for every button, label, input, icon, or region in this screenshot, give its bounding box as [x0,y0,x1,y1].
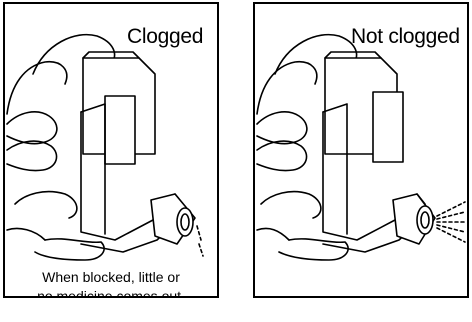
caption-line-1: When blocked, little or [5,268,217,287]
not-clogged-title: Not clogged [351,25,460,49]
clogged-panel: Clogged When blocked, little or no medic… [3,2,219,298]
caption-line-2: no medicine comes out. [5,287,217,298]
clogged-caption: When blocked, little or no medicine come… [5,268,217,298]
not-clogged-panel: Not clogged [253,2,469,298]
clogged-title: Clogged [127,25,203,49]
